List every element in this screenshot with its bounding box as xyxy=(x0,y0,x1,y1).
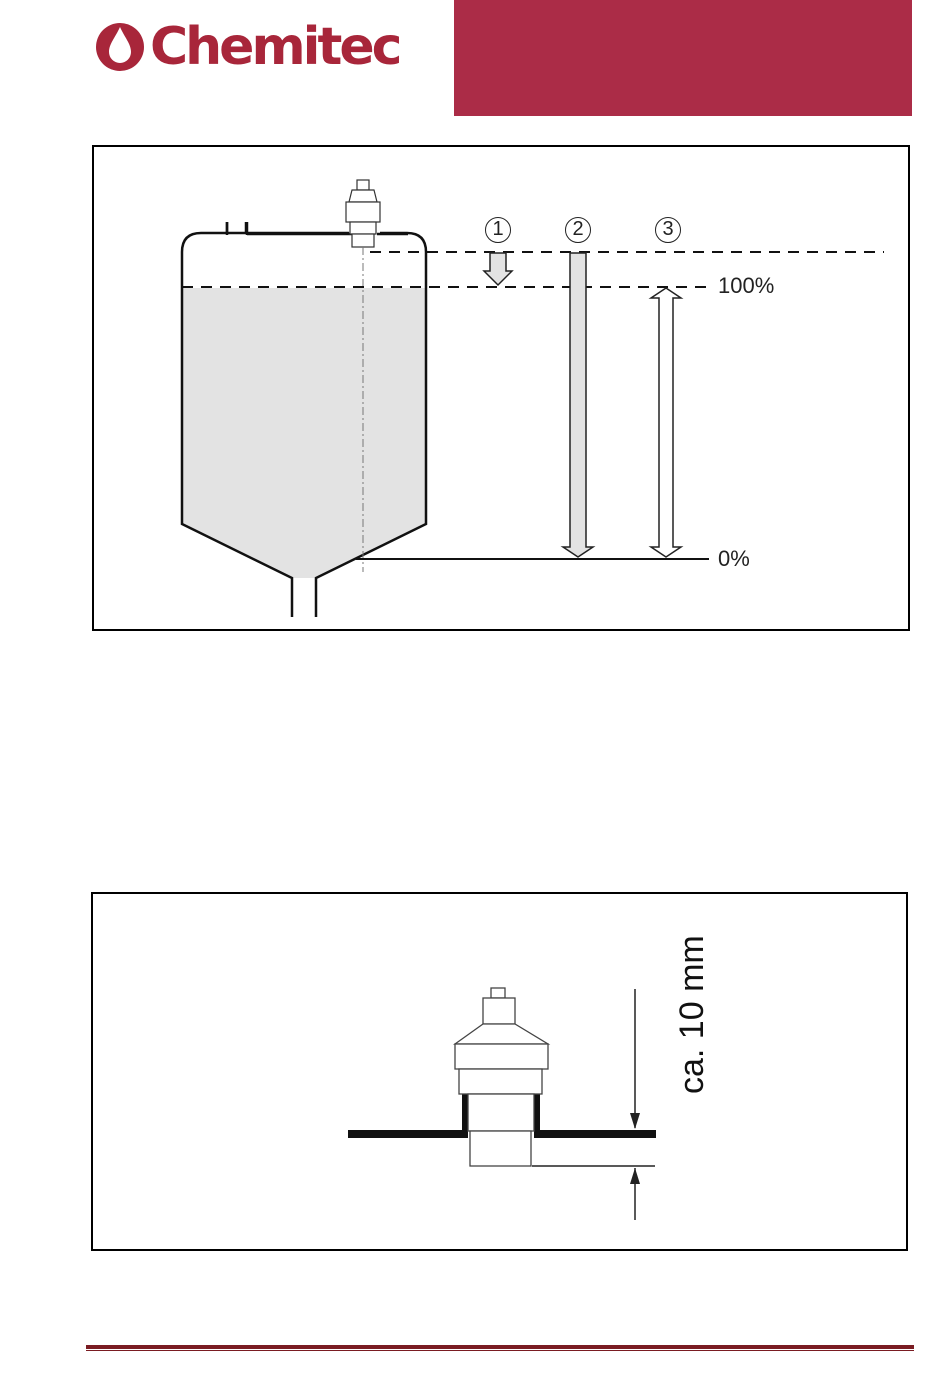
sensor-icon xyxy=(455,988,548,1166)
dimension-label: ca. 10 mm xyxy=(672,944,712,1094)
mounting-drawing xyxy=(93,894,906,1249)
footer-rule xyxy=(86,1345,914,1352)
tank-ceiling xyxy=(348,1130,466,1138)
dimension-arrow-down xyxy=(630,1113,640,1129)
mounting-diagram: ca. 10 mm xyxy=(91,892,908,1251)
brand-logo: Chemitec xyxy=(94,14,414,80)
tank-level-diagram: 1 2 3 100% 0% xyxy=(92,145,910,631)
empty-level-label: 0% xyxy=(718,548,750,570)
medium-fill xyxy=(182,288,426,578)
dimension-arrow-up xyxy=(630,1168,640,1184)
sensor-icon xyxy=(346,180,380,247)
header-banner xyxy=(454,0,912,116)
measuring-range-arrow xyxy=(563,253,593,557)
socket-wall xyxy=(534,1094,540,1138)
blocking-distance-arrow xyxy=(484,253,512,285)
full-level-label: 100% xyxy=(718,275,774,297)
brand-name: Chemitec xyxy=(150,16,399,78)
marker-3: 3 xyxy=(655,217,681,243)
marker-2: 2 xyxy=(565,217,591,243)
drop-in-circle-icon xyxy=(94,14,150,76)
tank-ceiling xyxy=(536,1130,656,1138)
marker-1: 1 xyxy=(485,217,511,243)
socket-wall xyxy=(462,1094,468,1138)
adjustment-range-arrow xyxy=(651,288,681,557)
